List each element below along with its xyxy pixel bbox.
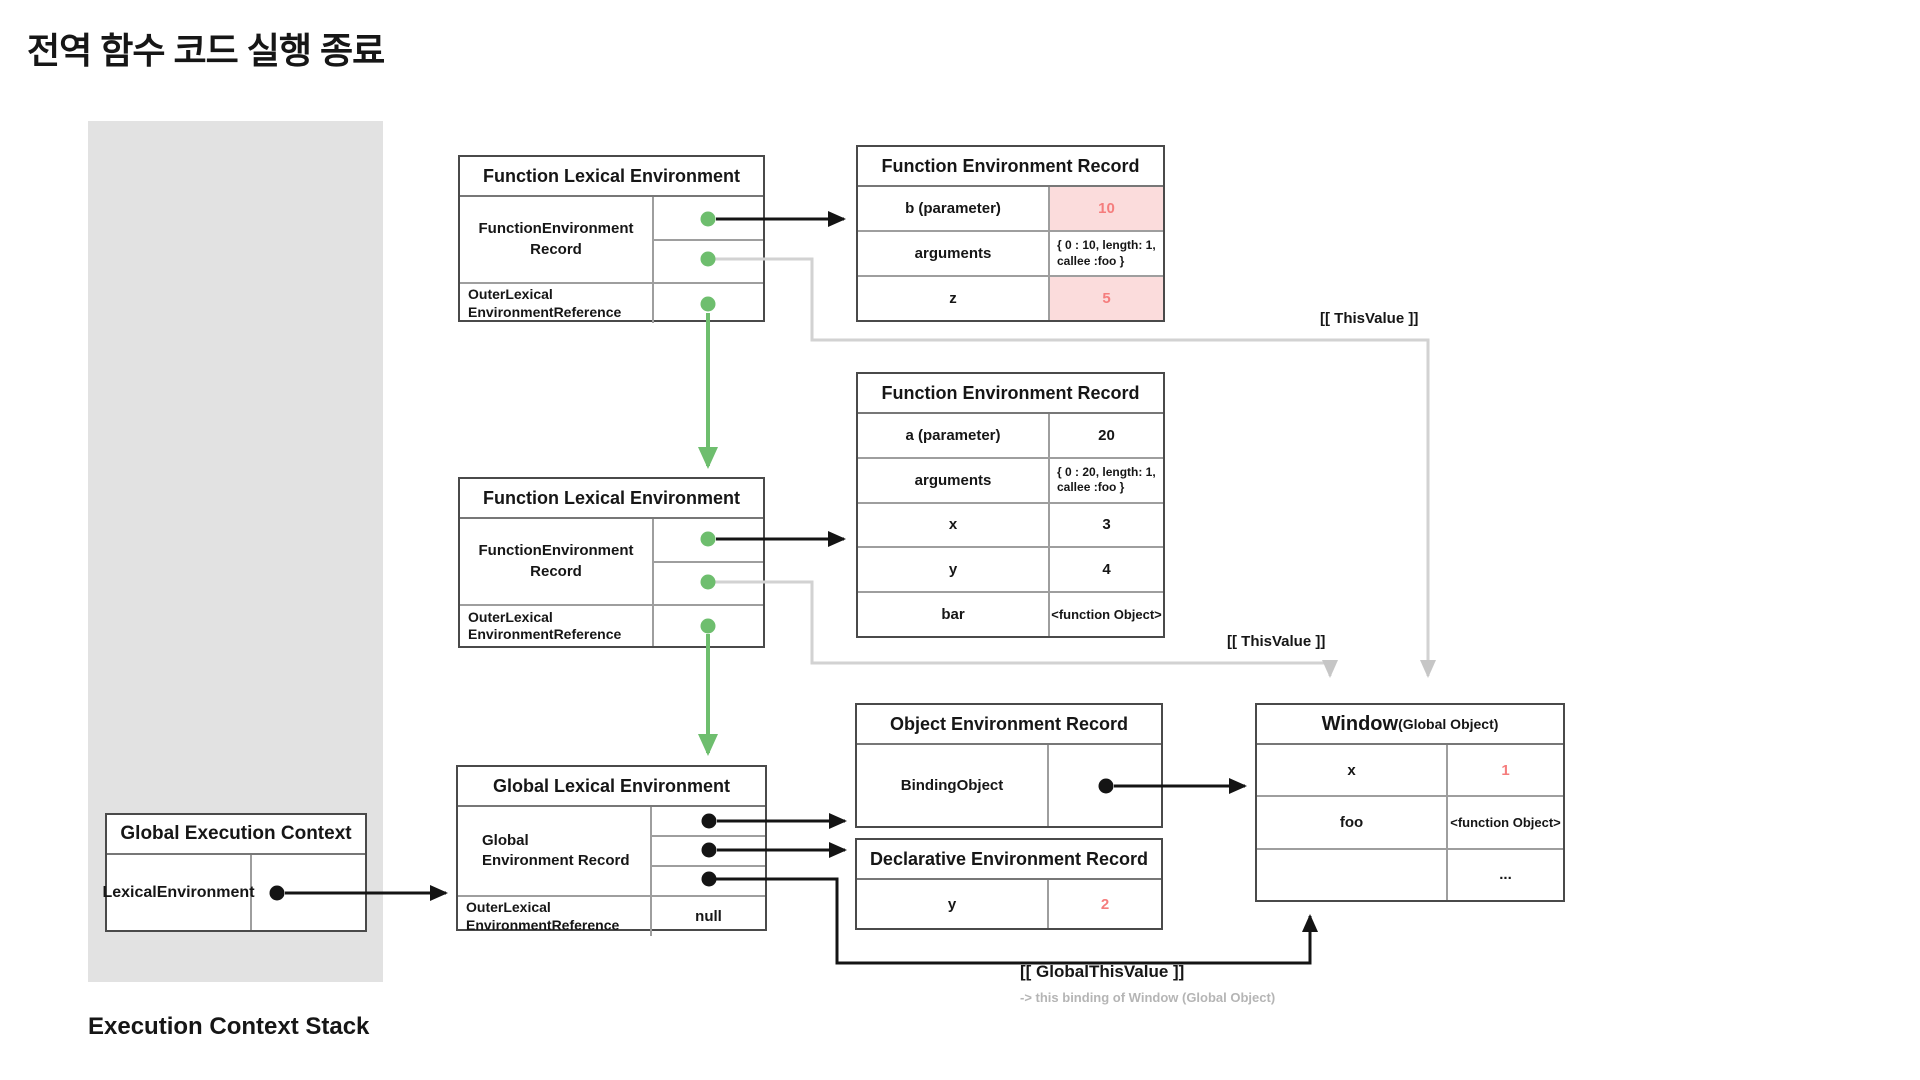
fer2-value-bar: <function Object> [1051, 607, 1162, 623]
table-row: x 1 [1257, 745, 1563, 796]
table-row: arguments { 0 : 20, length: 1, callee :f… [858, 456, 1163, 502]
table-row: a (parameter) 20 [858, 414, 1163, 457]
table-row: ... [1257, 847, 1563, 900]
gle-record-slot-2 [652, 835, 765, 865]
fer2-value-a: 20 [1098, 426, 1115, 444]
page-title: 전역 함수 코드 실행 종료 [27, 30, 385, 71]
table-row: bar <function Object> [858, 591, 1163, 636]
execution-context-stack-label: Execution Context Stack [88, 1013, 370, 1040]
window-key-foo: foo [1257, 797, 1448, 848]
function-environment-record-table-1: Function Environment Record b (parameter… [856, 145, 1165, 322]
window-value-foo: <function Object> [1450, 814, 1561, 830]
fer2-key-arguments: arguments [858, 458, 1050, 502]
window-value-x: 1 [1501, 761, 1510, 779]
fle1-record-slot-2 [654, 238, 763, 283]
der-key-y: y [857, 880, 1049, 928]
der-title: Declarative Environment Record [857, 840, 1161, 880]
fle2-record-slot-1 [654, 519, 763, 561]
fer2-key-x: x [858, 503, 1050, 547]
fer2-value-arguments: { 0 : 20, length: 1, callee :foo } [1057, 464, 1156, 495]
table-row: y 2 [857, 880, 1161, 928]
window-key-empty [1257, 849, 1448, 900]
oer-title: Object Environment Record [857, 705, 1161, 745]
oer-binding-object-slot [1049, 745, 1161, 826]
gle-record-label: Global Environment Record [458, 807, 652, 895]
gec-lexical-environment-slot [252, 855, 365, 930]
table-row: BindingObject [857, 745, 1161, 826]
window-title-sub: (Global Object) [1398, 716, 1499, 732]
fle2-outer-reference-label: OuterLexical EnvironmentReference [460, 606, 654, 646]
fer1-value-arguments: { 0 : 10, length: 1, callee :foo } [1057, 237, 1156, 268]
fle2-outer-reference-slot [654, 606, 763, 646]
window-value-ellipsis: ... [1499, 866, 1512, 884]
gec-title: Global Execution Context [107, 815, 365, 855]
gec-lexical-environment-label: LexicalEnvironment [102, 855, 255, 930]
table-row: z 5 [858, 275, 1163, 320]
fer1-value-b: 10 [1050, 187, 1163, 230]
fle2-record-label: FunctionEnvironment Record [460, 519, 654, 604]
table-row: x 3 [858, 501, 1163, 547]
function-environment-record-table-2: Function Environment Record a (parameter… [856, 372, 1165, 638]
gle-outer-reference-label: OuterLexical EnvironmentReference [458, 897, 652, 936]
table-row: arguments { 0 : 10, length: 1, callee :f… [858, 230, 1163, 275]
function-lexical-environment-box-1: Function Lexical Environment FunctionEnv… [458, 155, 765, 323]
fer1-key-b: b (parameter) [858, 187, 1050, 230]
global-lexical-environment-box: Global Lexical Environment Global Enviro… [456, 765, 767, 936]
object-environment-record-table: Object Environment Record BindingObject [855, 703, 1163, 828]
fer2-key-bar: bar [858, 593, 1050, 636]
gec-row-lexical-environment: LexicalEnvironment [102, 855, 365, 930]
fer2-title: Function Environment Record [858, 374, 1163, 414]
global-this-value-label: [[ GlobalThisValue ]] [1020, 962, 1185, 981]
fle2-record-slot-2 [654, 560, 763, 605]
global-execution-context-box: Global Execution Context LexicalEnvironm… [102, 813, 367, 932]
window-title-main: Window [1321, 712, 1399, 735]
table-row: foo <function Object> [1257, 795, 1563, 848]
this-value-label-1: [[ ThisValue ]] [1320, 310, 1419, 327]
gle-title: Global Lexical Environment [458, 767, 765, 807]
fer2-value-x: 3 [1102, 516, 1111, 534]
fle1-title: Function Lexical Environment [460, 157, 763, 197]
function-lexical-environment-box-2: Function Lexical Environment FunctionEnv… [458, 477, 765, 648]
fer1-value-z: 5 [1050, 277, 1163, 320]
der-value-y: 2 [1100, 895, 1110, 913]
window-key-x: x [1257, 745, 1448, 796]
gle-record-slot-1 [652, 807, 765, 835]
gle-outer-reference-value: null [695, 908, 722, 925]
table-row: y 4 [858, 546, 1163, 592]
fle1-outer-reference-slot [654, 284, 763, 323]
this-value-label-2: [[ ThisValue ]] [1227, 633, 1326, 650]
fer1-key-arguments: arguments [858, 232, 1050, 275]
oer-key-binding-object: BindingObject [857, 745, 1049, 826]
window-title: Window(Global Object) [1257, 705, 1563, 745]
window-global-object-table: Window(Global Object) x 1 foo <function … [1255, 703, 1565, 902]
fle1-outer-reference-label: OuterLexical EnvironmentReference [460, 284, 654, 323]
fle1-record-slot-1 [654, 197, 763, 239]
fle2-title: Function Lexical Environment [460, 479, 763, 519]
fer2-key-y: y [858, 548, 1050, 592]
declarative-environment-record-table: Declarative Environment Record y 2 [855, 838, 1163, 930]
fer2-value-y: 4 [1102, 561, 1111, 579]
fer1-key-z: z [858, 277, 1050, 320]
gle-record-slot-3 [652, 865, 765, 895]
table-row: b (parameter) 10 [858, 187, 1163, 230]
fle1-record-label: FunctionEnvironment Record [460, 197, 654, 282]
global-this-value-note: -> this binding of Window (Global Object… [1020, 990, 1276, 1005]
fer2-key-a: a (parameter) [858, 414, 1050, 457]
fer1-title: Function Environment Record [858, 147, 1163, 187]
